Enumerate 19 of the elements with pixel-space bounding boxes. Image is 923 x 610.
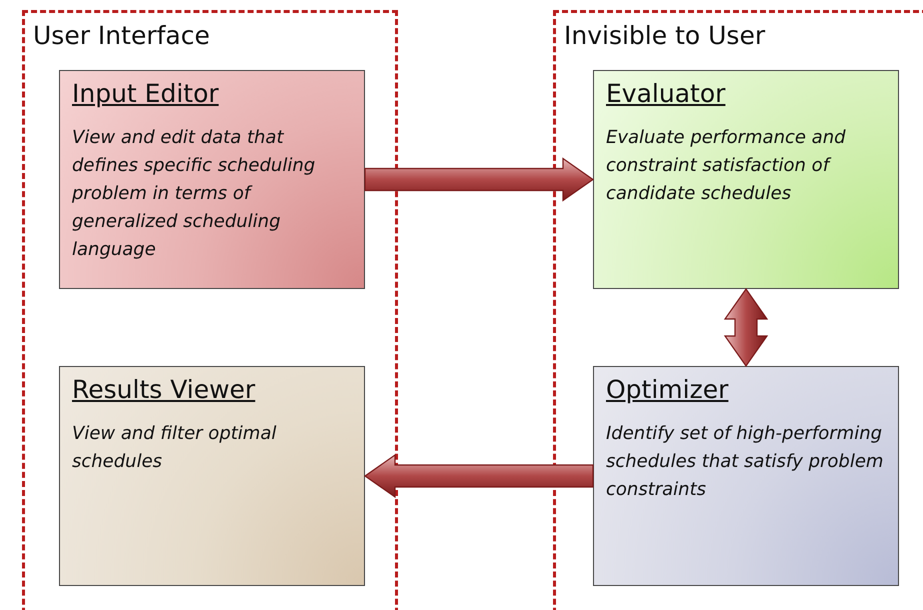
card-description: Identify set of high-performing schedules that satisfy problem constraints (606, 422, 884, 502)
block-arrow (364, 454, 594, 498)
card-description: View and edit data that defines specific scheduling problem in terms of generalized scheduling language (72, 126, 316, 262)
card-heading: Results Viewer (72, 375, 256, 404)
block-arrow (364, 157, 594, 202)
block-arrow (724, 288, 768, 368)
card-description: View and filter optimal schedules (72, 422, 278, 474)
component-card (59, 366, 365, 586)
dashed-group-frame (553, 10, 923, 610)
component-card (593, 70, 899, 289)
card-description: Evaluate performance and constraint satisfaction of candidate schedules (606, 126, 847, 206)
card-heading: Optimizer (606, 375, 728, 404)
card-heading: Input Editor (72, 79, 219, 108)
group-title: Invisible to User (564, 21, 766, 50)
dashed-group-frame (22, 10, 398, 610)
component-card (59, 70, 365, 289)
component-card (593, 366, 899, 586)
group-title: User Interface (33, 21, 210, 50)
card-heading: Evaluator (606, 79, 726, 108)
